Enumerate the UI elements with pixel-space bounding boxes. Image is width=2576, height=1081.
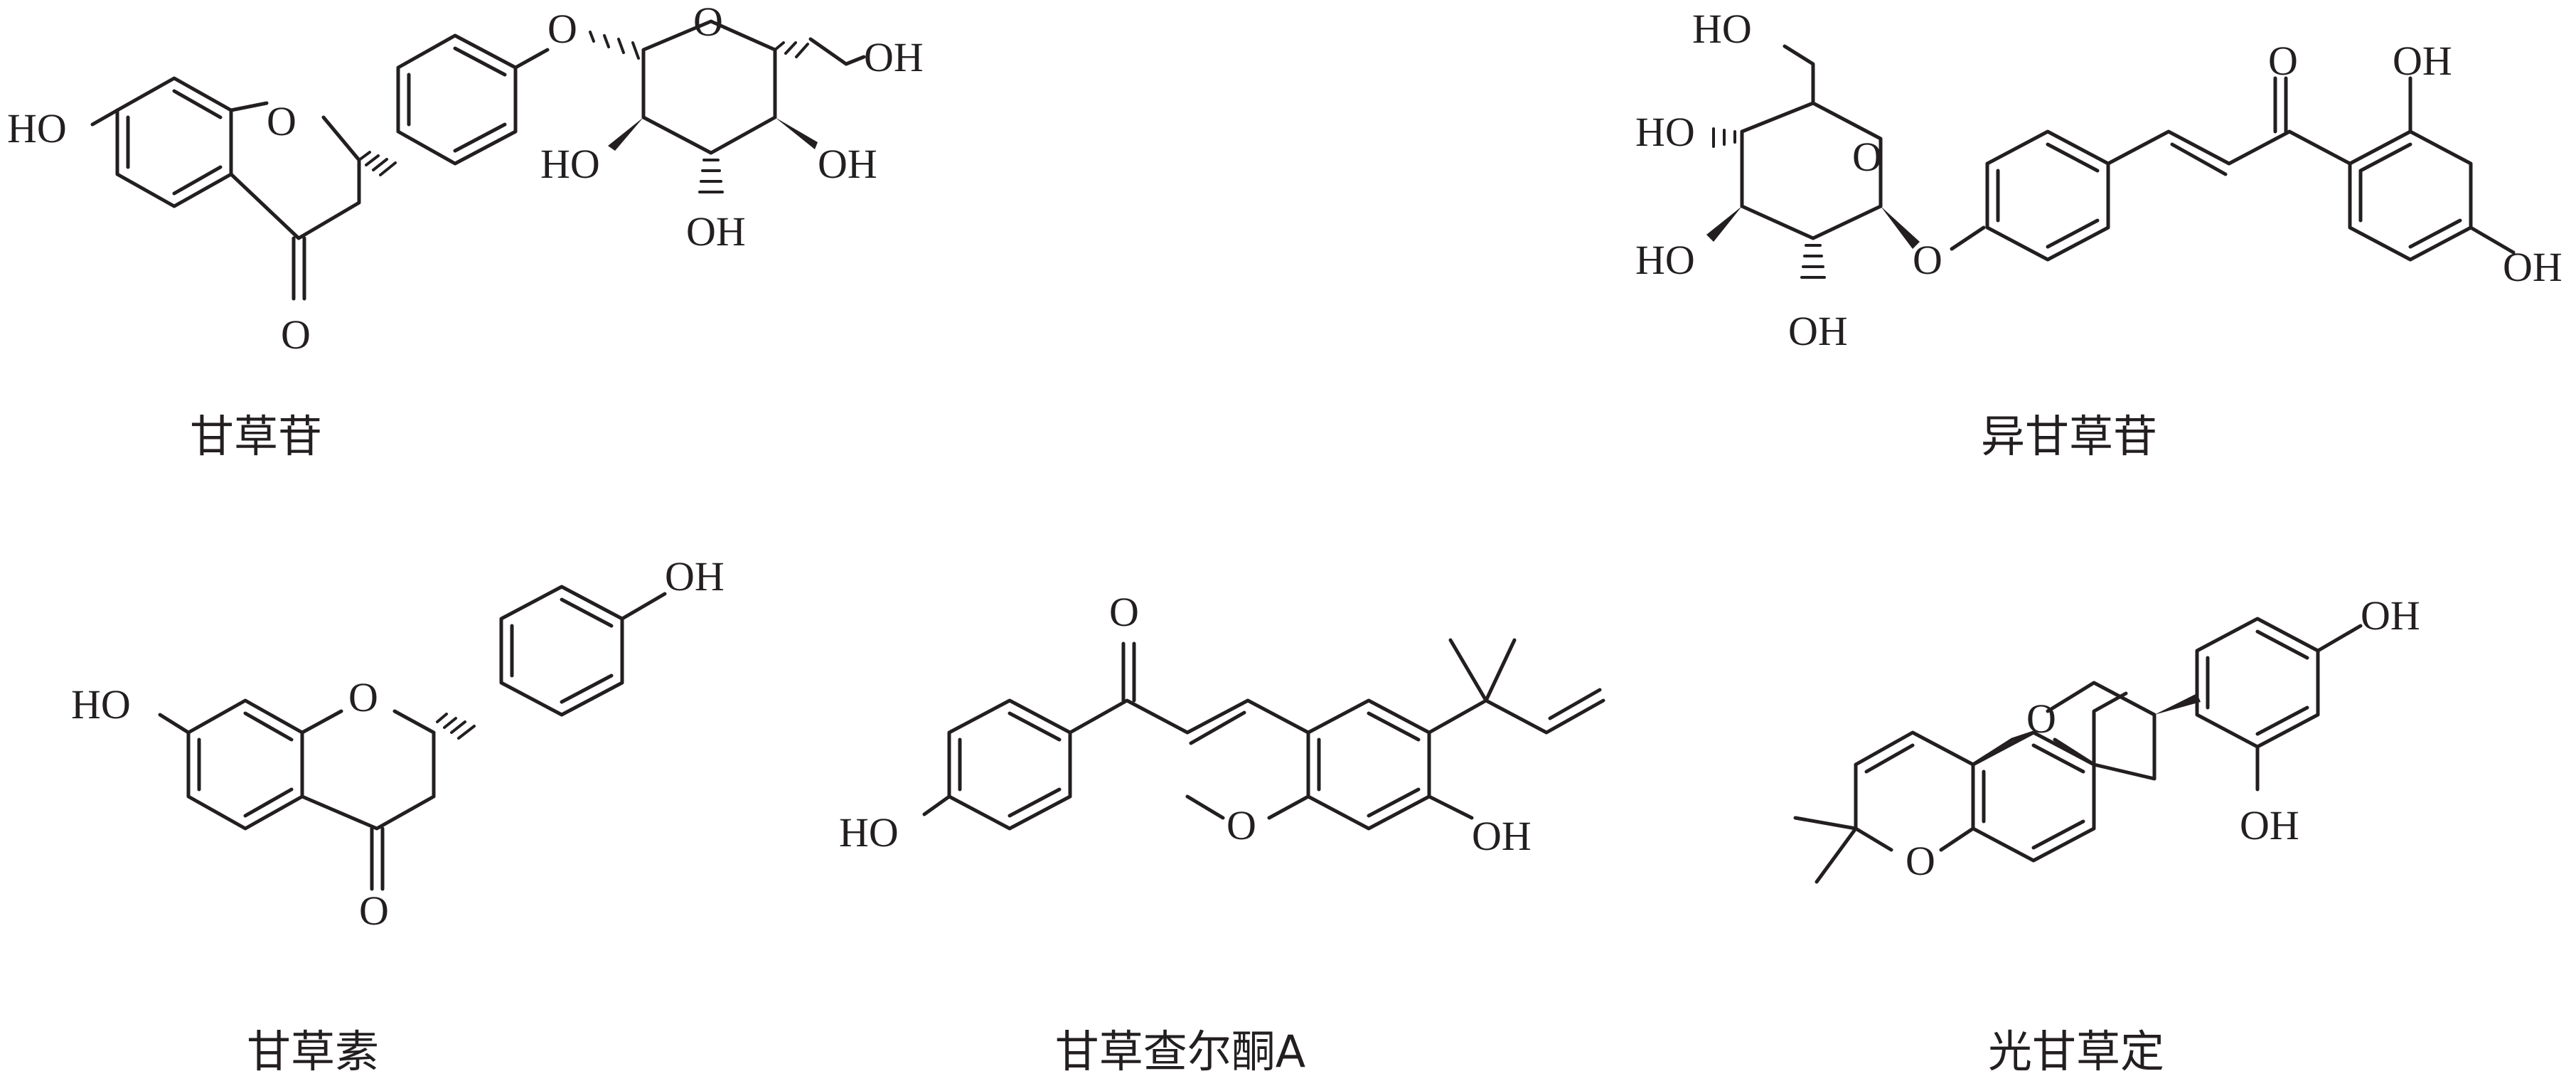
atom-label: HO [7,105,67,151]
atom-label: HO [1692,6,1752,52]
atom-label: OH [665,553,725,600]
atom-label: O [359,888,389,934]
atom-label: O [1109,589,1139,635]
atom-label: OH [864,34,924,80]
atom-label: O [2268,38,2298,84]
atom-label: O [348,674,378,720]
atom-label: O [1852,134,1882,180]
atom-label: OH [2393,38,2452,84]
atom-label: O [1913,237,1942,283]
atom-label: O [1906,838,1935,884]
structure-liquiritin: HO O O O O OH HO OH OH 甘草苷 [7,0,924,462]
atom-label: O [281,311,311,358]
atom-label: HO [540,141,600,187]
structure-liquiritigenin: HO O O OH 甘草素 [71,553,725,1077]
compound-name: 甘草苷 [190,410,322,462]
atom-label: OH [2503,244,2562,290]
atom-label: O [693,0,723,45]
compound-name: 甘草查尔酮A [1055,1026,1305,1077]
atom-label: HO [71,681,131,728]
structure-isoliquiritin: HO HO HO OH O O O OH OH [1635,6,2562,462]
atom-label: O [1226,802,1256,848]
atom-label: O [267,98,296,144]
atom-label: OH [1472,813,1532,859]
atom-label: OH [818,141,877,187]
atom-label: HO [1635,237,1695,283]
atom-label: OH [686,208,746,255]
compound-name: 光甘草定 [1988,1026,2164,1077]
compound-name: 甘草素 [247,1026,379,1077]
atom-label: HO [839,809,899,856]
atom-label: OH [2361,592,2420,639]
compound-name: 异甘草苷 [1981,410,2157,462]
atom-label: OH [2240,802,2299,848]
structure-licochalcone-a: HO O O OH 甘草查尔酮A [839,589,1605,1077]
atom-label: OH [1788,308,1848,354]
structure-glabridin: O O OH OH 光甘草定 [1793,592,2420,1077]
atom-label: O [2026,696,2056,742]
atom-label: HO [1635,109,1695,155]
atom-label: O [547,6,577,52]
